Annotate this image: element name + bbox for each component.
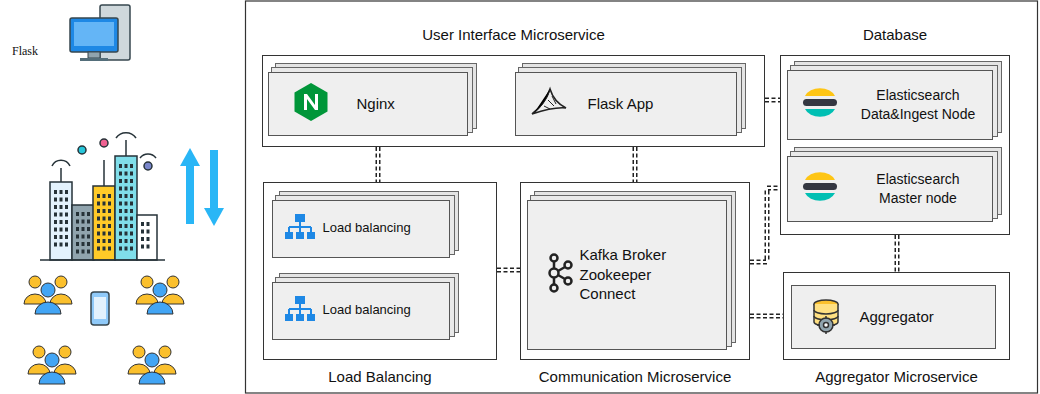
component-label: Load balancing [323,302,411,319]
connector-line [633,147,638,182]
connector-gap [765,99,780,101]
service-group: Communication MicroserviceKafka Broker Z… [520,182,750,360]
dashed-connector [635,147,636,182]
group-heading: Aggregator Microservice [784,368,1009,385]
service-group: DatabaseElasticsearch Data&Ingest NodeEl… [780,55,1010,235]
dashed-connector [497,270,520,271]
lb-logo [283,294,317,328]
logo-text: Flask [12,44,38,59]
group-heading: Database [781,26,1009,43]
component-box: Load balancing [272,200,450,258]
es-logo [800,167,840,211]
connector-gap [634,147,636,182]
connector-line [750,314,783,319]
outer-frame [246,1,1038,393]
connector-line [750,188,780,262]
component-box: Flask App [515,72,737,136]
es-logo [800,83,840,127]
dashed-connector [897,235,898,272]
city-icon [40,133,165,260]
computer-icon [70,5,130,61]
connector-gap [497,269,520,271]
lb-logo [283,212,317,246]
component-label: Load balancing [323,220,411,237]
agg-logo [806,295,846,339]
connector-line [765,98,780,103]
service-group: Aggregator MicroserviceAggregator [783,272,1010,360]
component-label: Kafka Broker Zookeeper Connect [580,245,692,304]
dashed-connector [378,147,379,182]
component-box: Elasticsearch Data&Ingest Node [787,70,993,140]
component-box: Kafka Broker Zookeeper Connect [527,200,727,350]
service-group: Load BalancingLoad balancingLoad balanci… [263,182,497,360]
component-label: Flask App [588,94,654,114]
dashed-connector [765,100,780,101]
service-group: User Interface MicroserviceNginxFlask Ap… [262,55,765,147]
connector-line [895,235,900,272]
component-box: Load balancing [272,282,450,340]
group-heading: Load Balancing [264,368,496,385]
up-down-arrows [180,148,224,226]
connector-line [376,147,381,182]
group-heading: User Interface Microservice [263,26,764,43]
component-label: Aggregator [860,307,934,327]
component-label: Elasticsearch Master node [856,170,981,206]
connector-gap [896,235,898,272]
dashed-connector [750,316,783,317]
connector-gap [750,315,783,317]
component-box: Elasticsearch Master node [787,156,993,222]
component-label: Elasticsearch Data&Ingest Node [856,86,981,122]
connector-gap [377,147,379,182]
component-box: Aggregator [791,285,996,349]
nginx-logo [291,82,331,126]
kafka-logo [540,252,574,298]
dashed-connector [750,188,780,262]
group-heading: Communication Microservice [521,368,749,385]
flask-logo [528,86,568,122]
users-icon [24,276,184,384]
component-label: Nginx [357,94,395,114]
connector-line [497,268,520,273]
component-box: Nginx [268,72,468,136]
connector-gap [750,188,780,262]
